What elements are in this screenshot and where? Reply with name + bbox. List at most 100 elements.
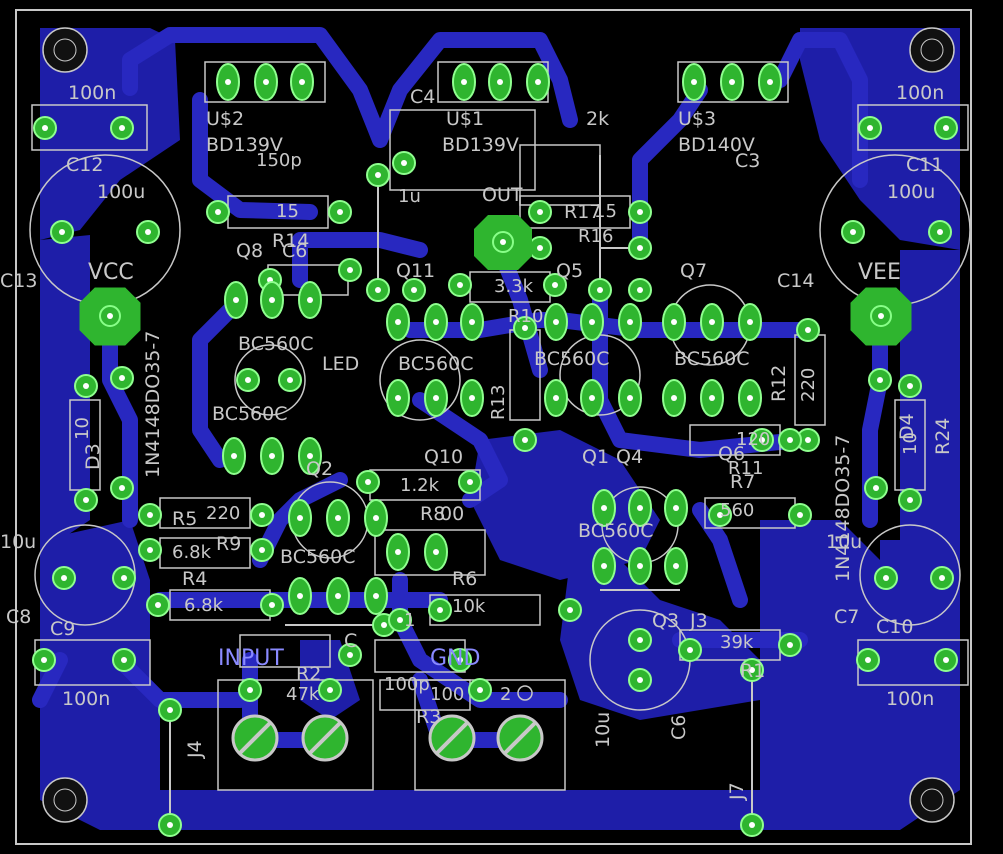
out-label: OUT	[482, 184, 523, 206]
pad-drill	[601, 505, 607, 511]
pad-drill	[433, 319, 439, 325]
c6-top-label: C6	[282, 240, 308, 262]
pad-drill	[433, 395, 439, 401]
pad-drill	[335, 593, 341, 599]
r2-label: R2	[296, 663, 322, 685]
vcc-label: VCC	[88, 260, 134, 285]
r3-value: 100	[430, 684, 465, 705]
c1-value: 100p	[384, 674, 430, 695]
pad-drill	[119, 125, 125, 131]
pad-drill	[269, 453, 275, 459]
pad-drill	[637, 505, 643, 511]
pad-drill	[119, 485, 125, 491]
q2-label: Q2	[306, 458, 334, 480]
pad-drill	[627, 395, 633, 401]
mounting-hole	[42, 27, 88, 73]
c4-label: C4	[410, 86, 436, 108]
pad-drill	[145, 229, 151, 235]
c12-label: C12	[66, 154, 104, 176]
pad-drill	[297, 515, 303, 521]
pad-drill	[461, 79, 467, 85]
pad-drill	[119, 375, 125, 381]
pad-drill	[747, 319, 753, 325]
q5-label: Q5	[556, 260, 584, 282]
r8-sub: 00	[440, 503, 465, 525]
j4-label: J4	[184, 740, 206, 758]
pad-drill	[637, 209, 643, 215]
pad-drill	[231, 453, 237, 459]
pad-drill	[299, 79, 305, 85]
pad-drill	[567, 607, 573, 613]
r16-label: R16	[578, 226, 614, 247]
pad-drill	[263, 79, 269, 85]
r7-value: 560	[720, 500, 755, 521]
pad-drill	[469, 395, 475, 401]
pad-drill	[867, 125, 873, 131]
q7-label: Q7	[680, 260, 708, 282]
c3-label: C3	[735, 150, 761, 172]
bc-q5: BC560C	[534, 348, 610, 370]
bc-left: BC560C	[212, 403, 288, 425]
pad-drill	[691, 79, 697, 85]
pad-drill	[457, 282, 463, 288]
pad-drill	[637, 245, 643, 251]
r5-value: 220	[206, 503, 241, 524]
pad-drill	[535, 79, 541, 85]
c5-value: 1u	[398, 186, 421, 207]
r11-value: 120	[736, 429, 771, 450]
pad-drill	[709, 395, 715, 401]
terminal-pin2: 2	[500, 684, 512, 705]
q8-type: BC560C	[238, 333, 314, 355]
pad-drill	[553, 319, 559, 325]
pad-drill	[467, 479, 473, 485]
pad-drill	[375, 287, 381, 293]
j3-label: J3	[690, 610, 708, 632]
c12-value: 100n	[68, 82, 117, 104]
pad-drill	[687, 647, 693, 653]
r4-label: R4	[182, 568, 208, 590]
pad-drill	[907, 497, 913, 503]
pad-drill	[877, 377, 883, 383]
pad-drill	[375, 172, 381, 178]
pad-drill	[437, 607, 443, 613]
jumpers	[169, 155, 753, 825]
c11-label: C11	[906, 154, 944, 176]
us3-type: BD140V	[678, 134, 755, 156]
pad-drill	[522, 325, 528, 331]
pad-drill	[709, 319, 715, 325]
pad-drill	[83, 383, 89, 389]
pad-drill	[597, 287, 603, 293]
pad-drill	[411, 287, 417, 293]
mounting-hole	[909, 27, 955, 73]
pad-drill	[287, 377, 293, 383]
pad-drill	[637, 637, 643, 643]
led-label: LED	[322, 353, 360, 375]
pad-drill	[155, 602, 161, 608]
pad-drill	[337, 209, 343, 215]
pad-drill	[627, 319, 633, 325]
r1-label: R1	[740, 660, 766, 682]
d4-type: 1N4148DO35-7	[832, 434, 854, 582]
pad-drill	[729, 79, 735, 85]
pad-drill	[637, 677, 643, 683]
r10-value: 10	[72, 417, 93, 440]
pad-drill	[401, 160, 407, 166]
pad-drill	[759, 437, 765, 443]
vee-label: VEE	[858, 260, 901, 285]
pad-drill	[497, 79, 503, 85]
r23-value: 10	[900, 432, 921, 455]
pad-drill	[589, 395, 595, 401]
r24-label: R24	[932, 417, 954, 455]
r11-label: R11	[728, 458, 764, 479]
c8-label: C8	[6, 606, 32, 628]
pad-drill	[373, 515, 379, 521]
pad-drill	[797, 512, 803, 518]
bc-q7: BC560C	[674, 348, 750, 370]
pad-drill	[307, 297, 313, 303]
c2-value: 150p	[256, 150, 302, 171]
pad-drill	[259, 547, 265, 553]
pad-drill	[433, 549, 439, 555]
input-label: INPUT	[218, 646, 284, 671]
pad-drill	[347, 267, 353, 273]
j7-label: J7	[726, 782, 748, 800]
